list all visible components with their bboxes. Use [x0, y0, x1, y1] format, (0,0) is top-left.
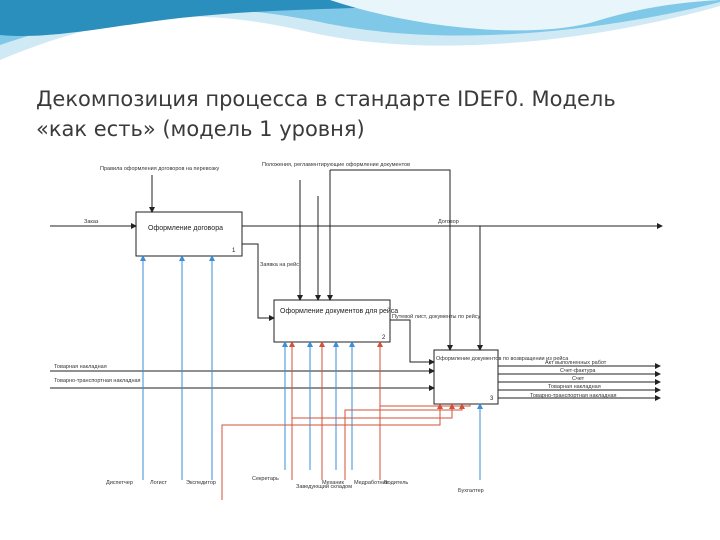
output-label-4: Товарная накладная	[548, 384, 601, 390]
output-label-3: Счет	[572, 376, 585, 382]
mechanism-label-driver: Водитель	[384, 480, 408, 486]
mechanism-label-expeditor: Экспедитор	[186, 480, 216, 486]
box-1-label: Оформление договора	[148, 225, 223, 232]
slide-title-line-1: Декомпозиция процесса в стандарте IDEF0.…	[36, 87, 616, 111]
output-label-2: Счет-фактура	[560, 368, 596, 374]
box-3-number: 3	[490, 396, 494, 402]
control-label-top-left: Правила оформления договоров на перевозк…	[100, 166, 220, 172]
box-1-frame	[135, 211, 243, 257]
arrow-label-request: Заявка на рейс	[260, 261, 299, 268]
box-2-number: 2	[382, 335, 386, 341]
control-arrow-top-right-c	[330, 169, 453, 351]
mechanism-label-accountant: Бухгалтер	[458, 488, 484, 494]
box-2-label: Оформление документов для рейса	[280, 307, 398, 315]
input-label-cargo-invoice: Товарная накладная	[54, 364, 107, 370]
mechanism-label-medic: Медработник	[354, 480, 389, 486]
arrow-label-contract: Договор	[438, 219, 459, 225]
output-label-1: Акт выполненных работ	[545, 360, 607, 366]
arrow-box2-to-box3	[390, 319, 435, 365]
arrow-box1-to-box2	[242, 243, 275, 321]
mechanism-label-dispatcher: Диспетчер	[106, 480, 133, 486]
mechanism-label-secretary: Секретарь	[252, 476, 279, 482]
mechanism-label-mechanic: Механик	[322, 480, 344, 486]
header-wave-decoration	[0, 0, 720, 60]
mechanism-arrow-red-7	[380, 404, 471, 407]
slide-title: Декомпозиция процесса в стандарте IDEF0.…	[36, 84, 696, 144]
slide-title-line-2: «как есть» (модель 1 уровня)	[36, 117, 365, 141]
mechanism-arrow-red-5	[344, 403, 465, 480]
box-3-label: Оформление документов по возвращении из …	[436, 355, 569, 362]
input-label-transport-invoice: Товарно-транспортная накладная	[54, 378, 141, 384]
arrow-label-waybill: Путевой лист, документы по рейсу	[392, 313, 481, 320]
mechanism-label-warehouse: Заведующий складом	[296, 483, 352, 490]
box-1-number: 1	[232, 248, 236, 254]
mechanism-label-logist: Логист	[150, 480, 167, 486]
output-label-5: Товарно-транспортная накладная	[530, 393, 617, 399]
input-label-order: Заказ	[84, 219, 99, 225]
control-label-top-right: Положения, регламентирующие оформление д…	[262, 162, 410, 168]
mechanism-arrow-red-1	[221, 403, 443, 500]
box-2-frame	[273, 299, 391, 343]
box-3-frame	[433, 349, 499, 405]
